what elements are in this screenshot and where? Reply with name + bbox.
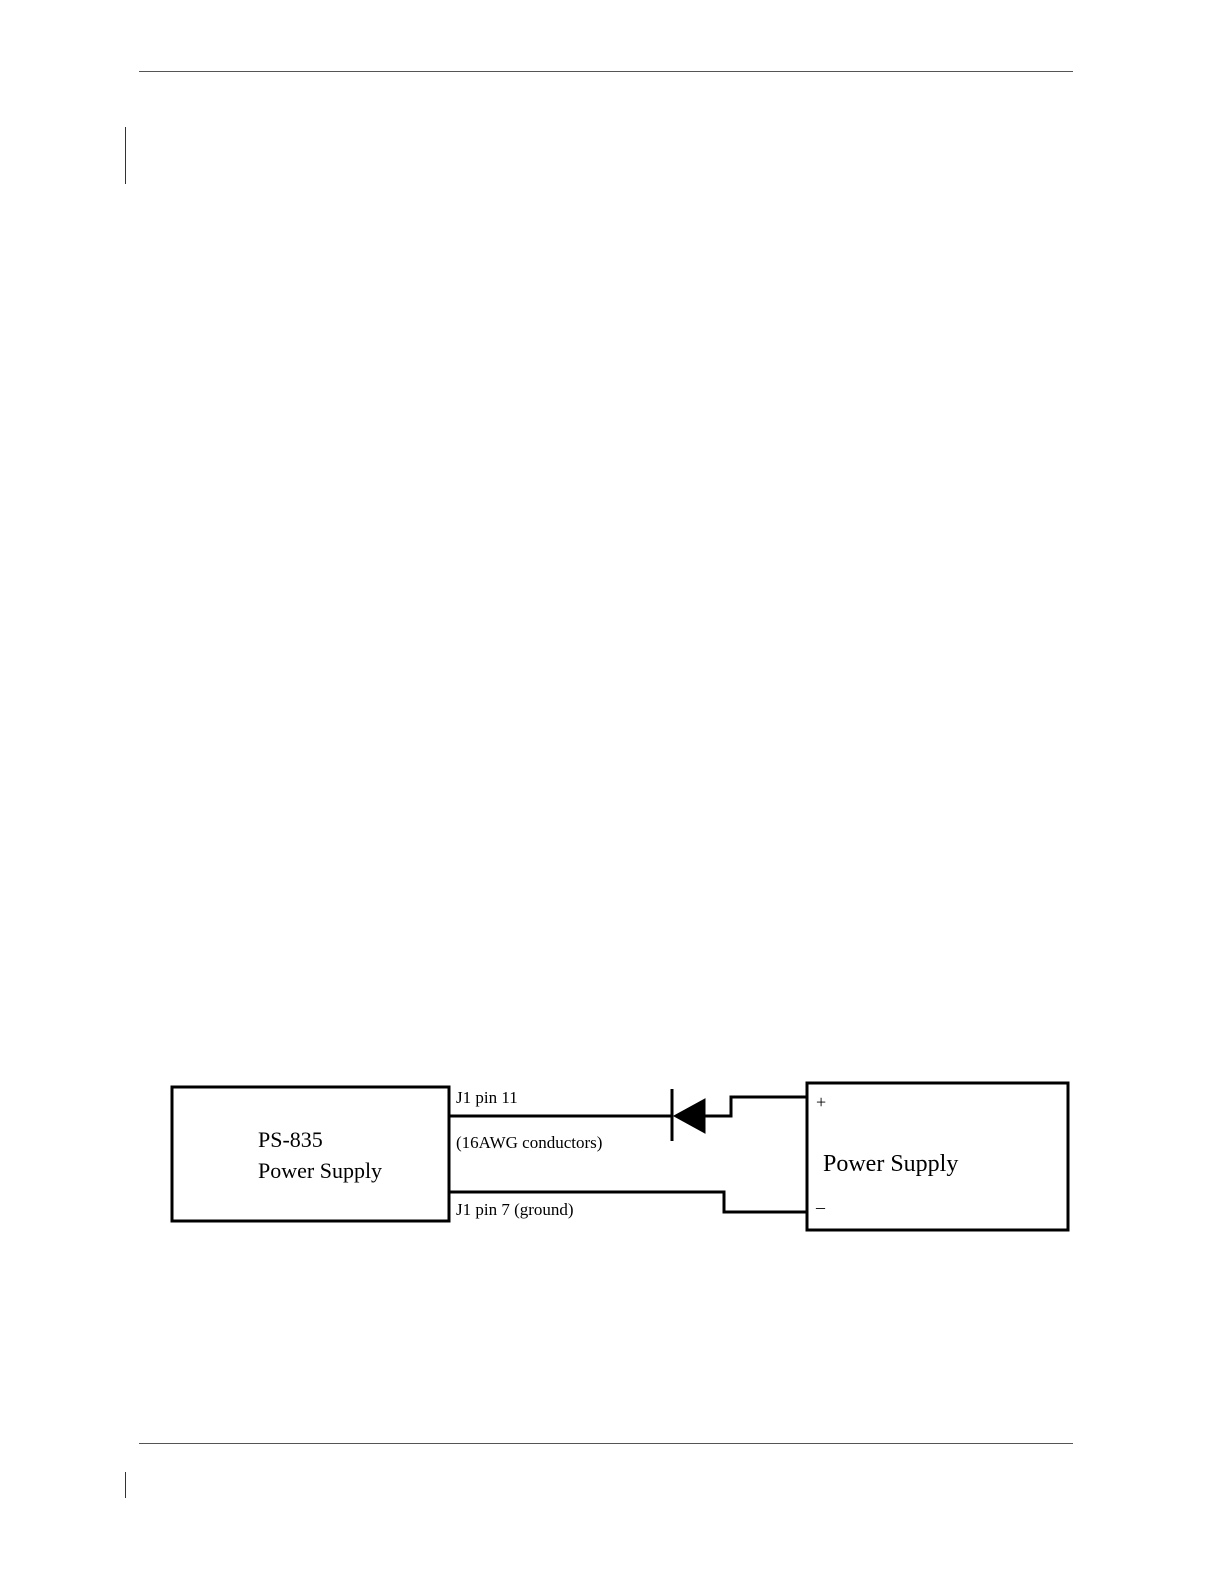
minus-terminal-label: –	[815, 1197, 826, 1217]
external-supply-label: Power Supply	[823, 1151, 958, 1177]
diode-icon	[674, 1099, 705, 1133]
j1-pin11-label: J1 pin 11	[456, 1088, 518, 1107]
positive-wire-supply-side	[704, 1097, 807, 1116]
ps835-label-line1: PS-835	[258, 1127, 323, 1152]
plus-terminal-label: +	[816, 1092, 826, 1112]
ps835-box	[172, 1087, 449, 1221]
ps835-label-line2: Power Supply	[258, 1158, 382, 1183]
j1-pin7-ground-label: J1 pin 7 (ground)	[456, 1200, 574, 1219]
conductor-gauge-label: (16AWG conductors)	[456, 1133, 602, 1152]
